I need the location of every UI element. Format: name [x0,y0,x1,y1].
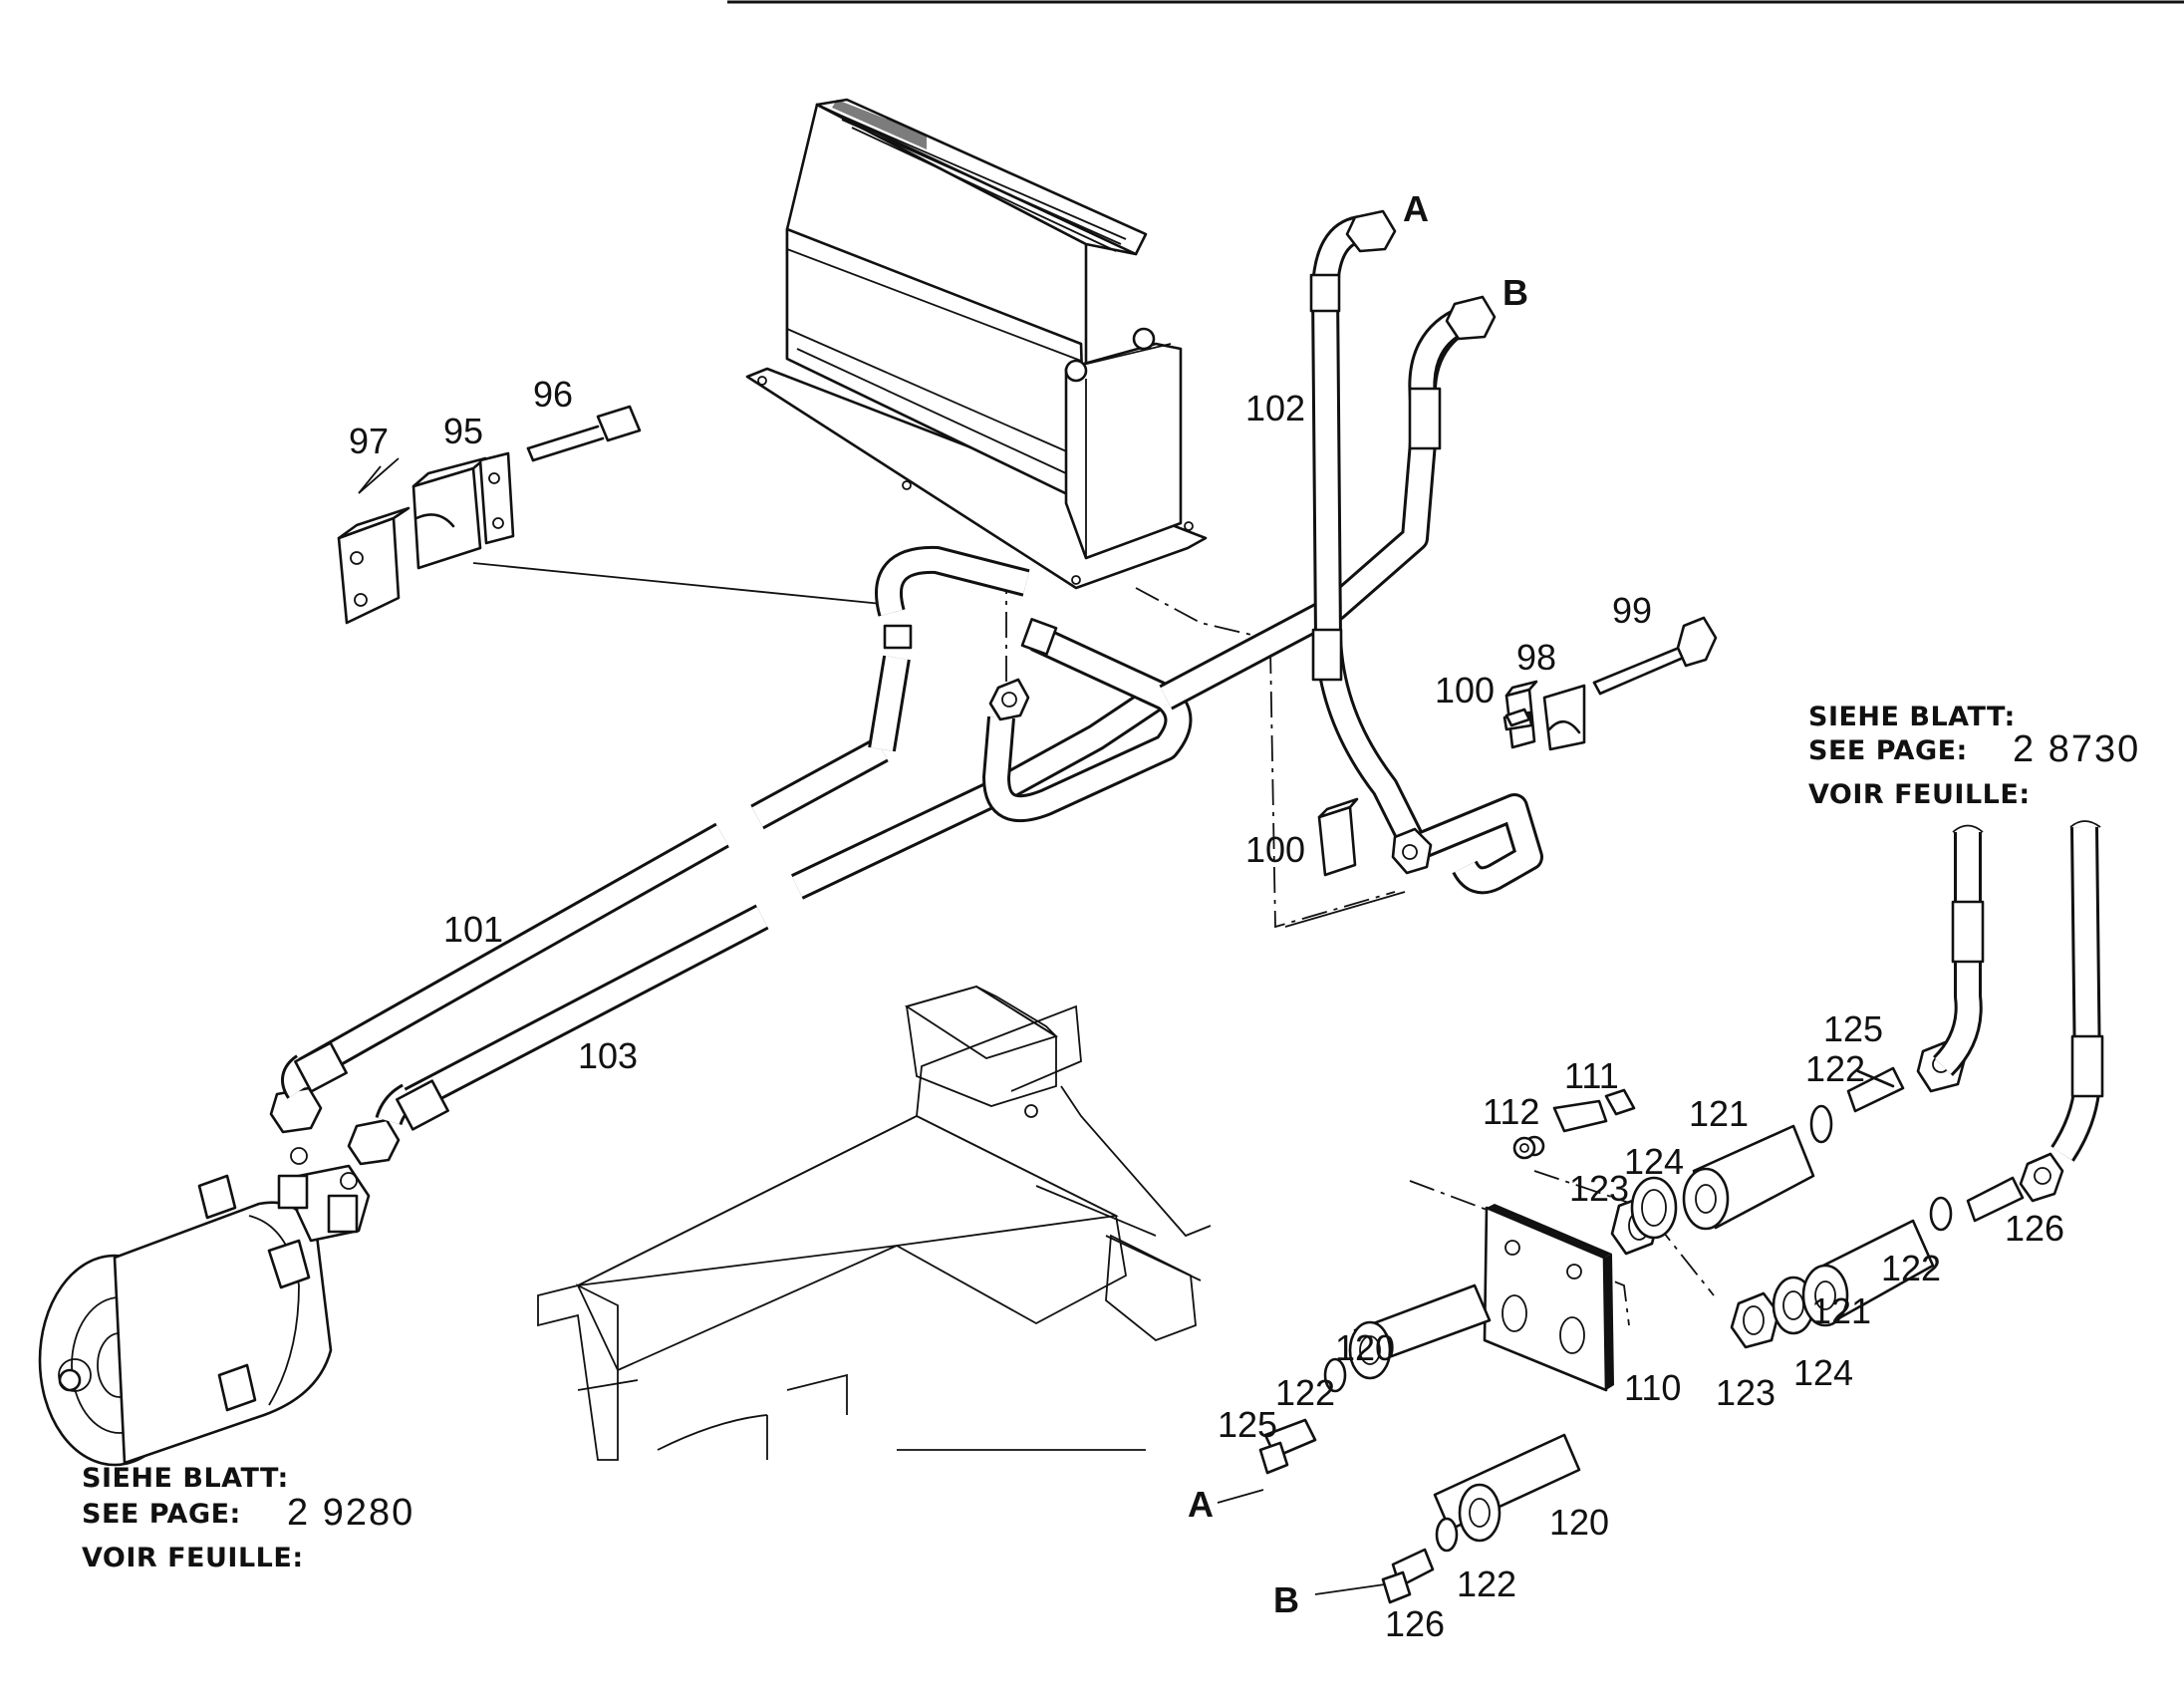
callout-121-lower: 121 [1811,1290,1871,1331]
cab-floor [537,986,1212,1461]
callout-99: 99 [1612,590,1652,631]
hose-101 [297,655,911,1084]
callout-98: 98 [1516,637,1556,678]
hose-103 [397,686,1164,1117]
callout-123-upper: 123 [1569,1168,1629,1209]
callout-101: 101 [443,909,503,950]
clamp-assembly-upper [337,405,903,625]
reference-right-page: 2 8730 [2013,728,2140,770]
hose-102 [1309,209,1543,895]
callout-96: 96 [533,374,573,415]
clamp-assembly-right [1284,616,1718,928]
callout-126-right: 126 [2005,1208,2064,1249]
pipes-to-page-28730 [1932,820,2104,1162]
callout-122-upper-right: 122 [1805,1048,1865,1089]
callout-125-upper: 125 [1823,1008,1883,1049]
callout-102: 102 [1245,388,1305,428]
callout-95: 95 [443,411,483,451]
compressor [38,1041,449,1467]
callout-126-bottom: 126 [1385,1603,1445,1644]
reference-right-line1: SIEHE BLATT: [1808,702,2016,732]
callout-122-right: 122 [1881,1248,1941,1288]
bulkhead-assembly [1217,1039,2064,1604]
callout-111: 111 [1564,1055,1619,1096]
reference-left: SIEHE BLATT: SEE PAGE: 2 9280 VOIR FEUIL… [82,1463,414,1573]
connector-a-bottom: A [1188,1484,1214,1525]
callout-97: 97 [349,421,389,461]
connector-b-top: B [1502,272,1528,313]
callout-110: 110 [1624,1367,1681,1408]
connector-b-bottom: B [1273,1579,1299,1620]
callout-121-upper: 121 [1689,1093,1749,1134]
callout-125-lower: 125 [1218,1404,1277,1445]
callout-112: 112 [1483,1091,1539,1132]
callout-100-lower: 100 [1245,829,1305,870]
callout-122-left: 122 [1275,1372,1335,1413]
callout-labels: 95 96 97 98 99 100 100 101 102 103 110 1… [349,374,2064,1644]
reference-right-line3: VOIR FEUILLE: [1808,779,2031,810]
callout-120-lower: 120 [1549,1502,1609,1543]
callout-103: 103 [578,1035,638,1076]
reference-right-line2: SEE PAGE: [1808,735,1968,766]
connector-labels: A B A B [1188,188,1528,1620]
callout-124-upper: 124 [1624,1141,1684,1182]
callout-122-bottom: 122 [1457,1564,1516,1604]
reference-left-page: 2 9280 [287,1492,414,1534]
callout-124-lower: 124 [1793,1352,1853,1393]
connector-a-top: A [1403,188,1429,229]
reference-right: SIEHE BLATT: SEE PAGE: 2 8730 VOIR FEUIL… [1808,702,2140,810]
callout-100-upper: 100 [1435,670,1495,711]
callout-123-lower: 123 [1716,1372,1775,1413]
reference-left-line3: VOIR FEUILLE: [82,1543,304,1573]
pipe-b-upper [1408,295,1497,450]
callout-120-upper: 120 [1335,1327,1395,1368]
reference-left-line2: SEE PAGE: [82,1499,241,1530]
evaporator-unit [745,98,1208,590]
reference-left-line1: SIEHE BLATT: [82,1463,289,1494]
